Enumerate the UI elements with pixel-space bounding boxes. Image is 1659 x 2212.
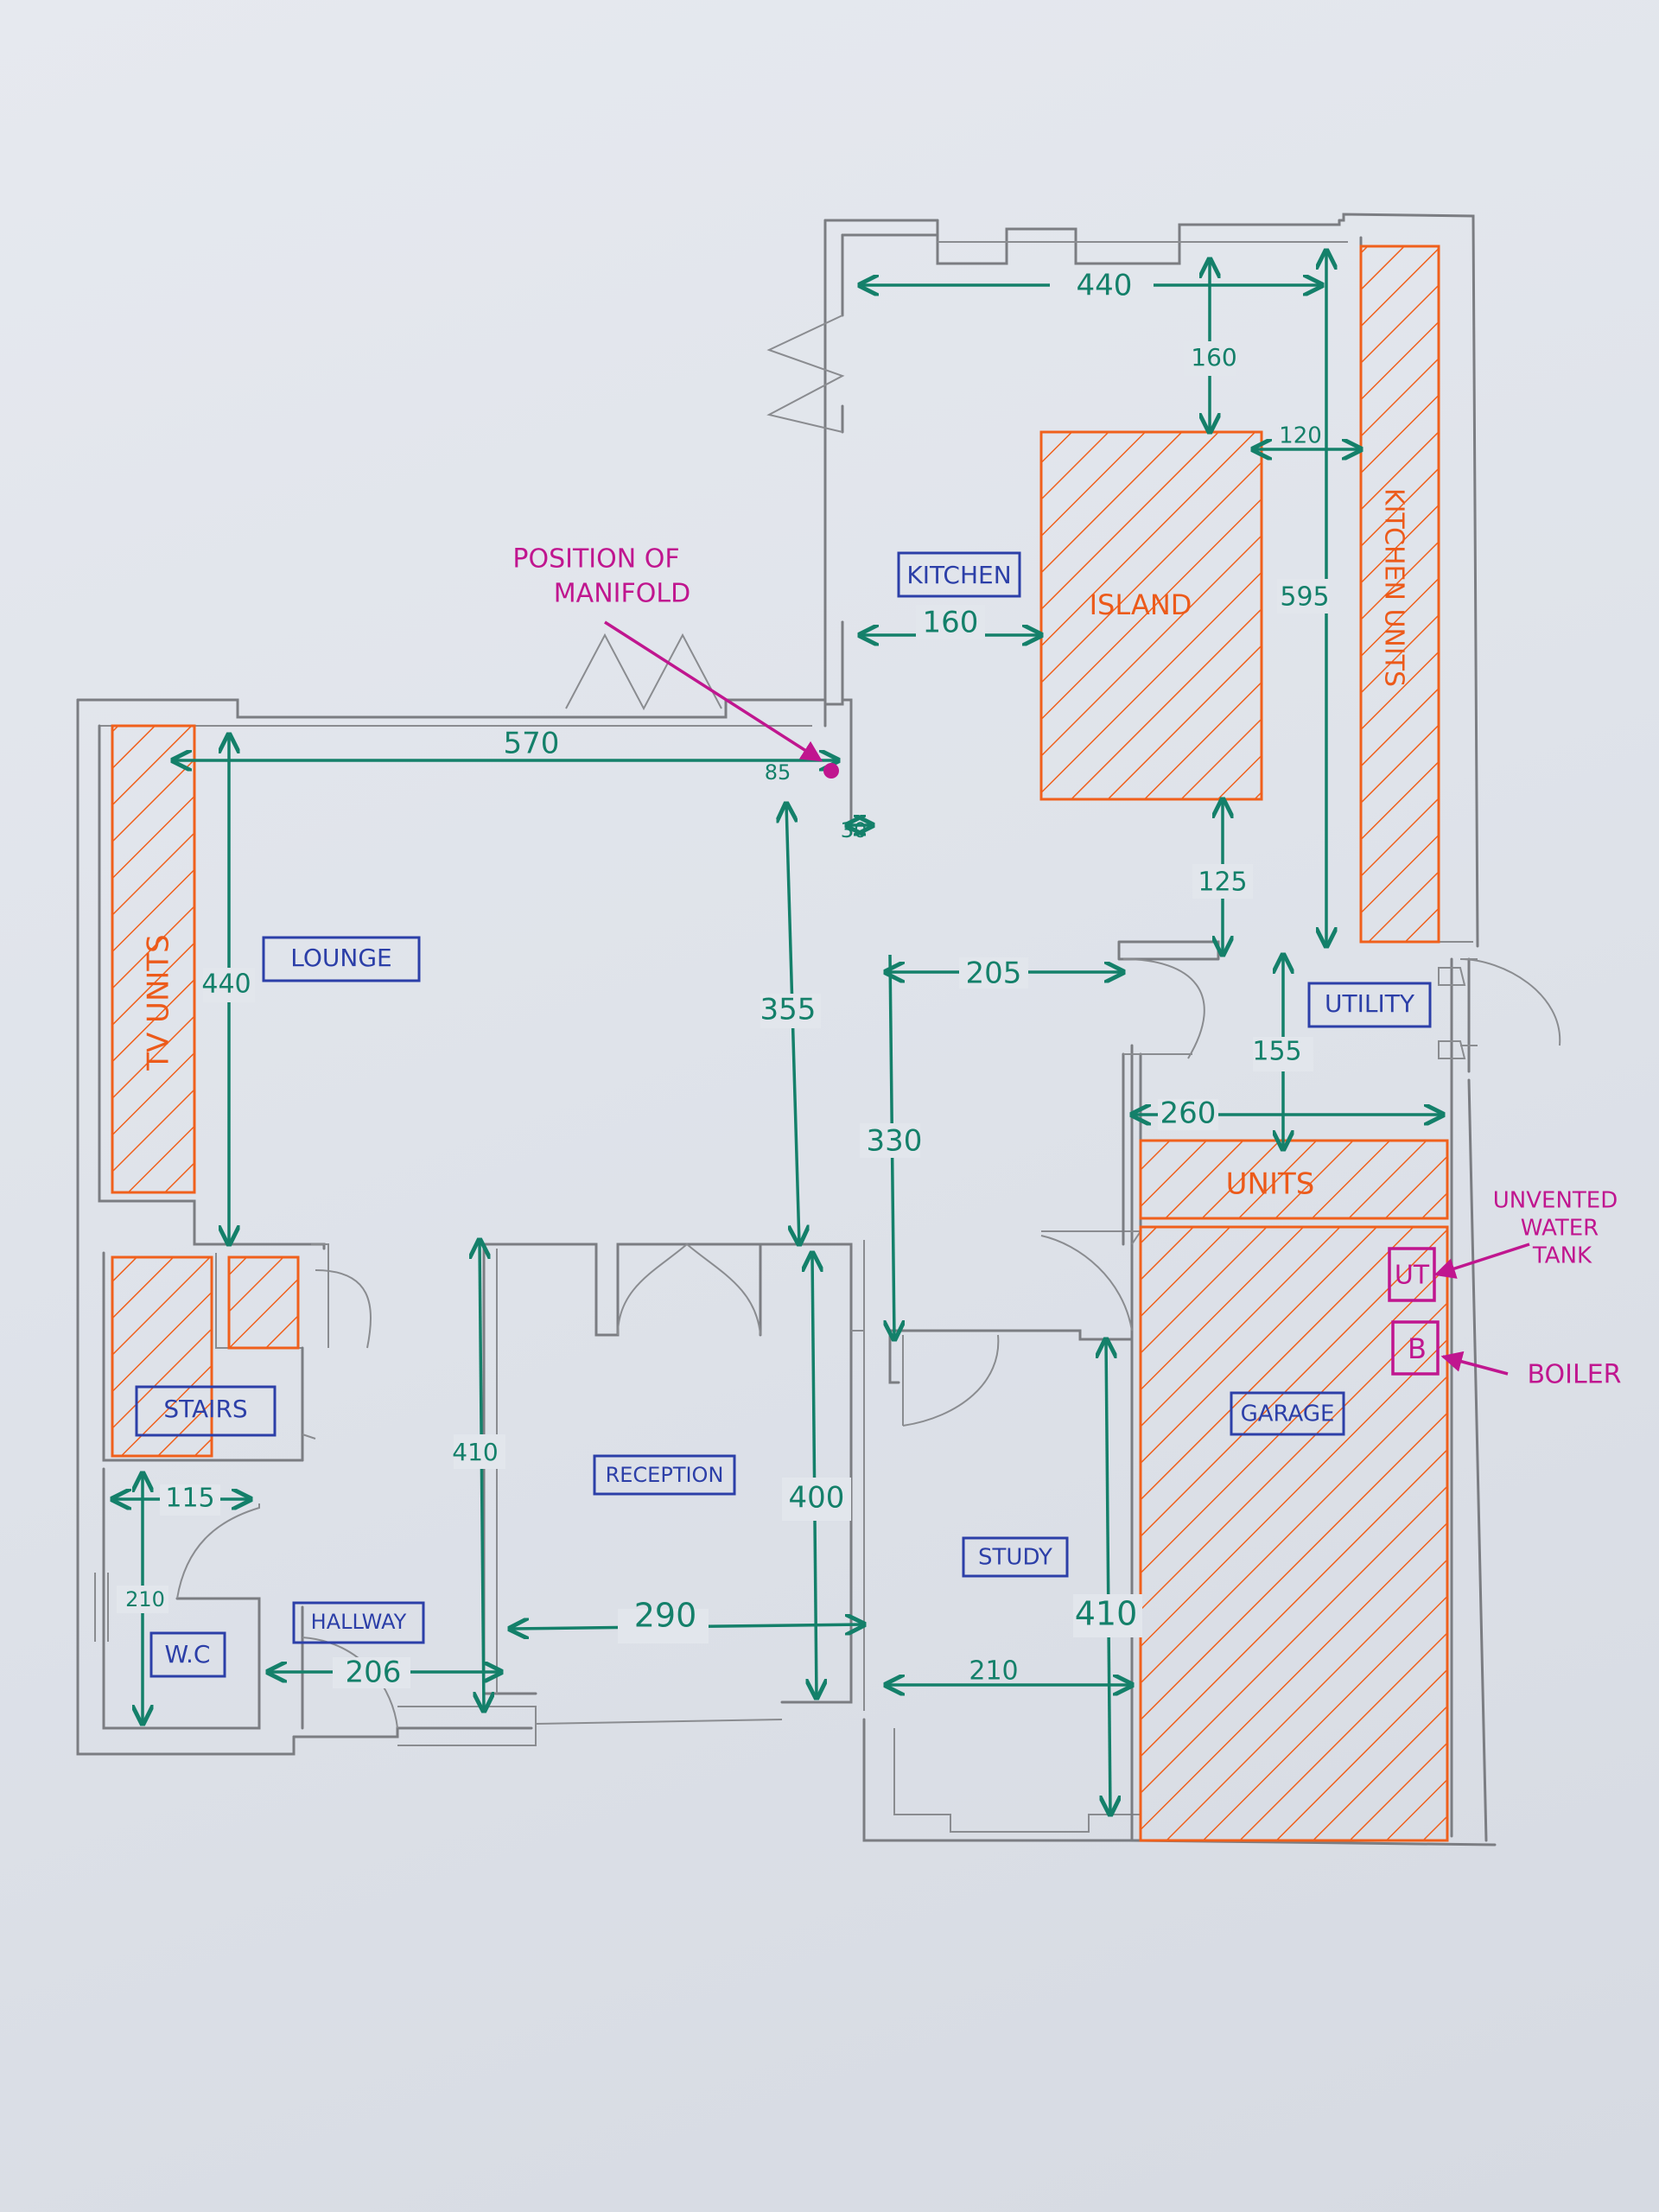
dim-island-to-units: 120 bbox=[1279, 423, 1322, 449]
tv-units-area bbox=[111, 724, 196, 1194]
utility-units-area bbox=[1139, 1139, 1449, 1220]
dim-reception-depth-left: 410 bbox=[452, 1438, 498, 1466]
dim-study-width: 210 bbox=[969, 1656, 1018, 1687]
label-tv-units: TV UNITS bbox=[142, 934, 176, 1071]
dimension-labels: 440 160 120 595 160 125 570 85 30 440 35… bbox=[117, 269, 1330, 1690]
island-area bbox=[1039, 430, 1263, 801]
dim-utility-depth: 155 bbox=[1252, 1037, 1301, 1067]
boiler-note: BOILER bbox=[1527, 1360, 1621, 1390]
dim-study-depth: 410 bbox=[1075, 1595, 1138, 1633]
manifold-marker bbox=[823, 763, 839, 779]
room-label-reception: RECEPTION bbox=[606, 1463, 724, 1487]
room-label-wc: W.C bbox=[165, 1640, 211, 1669]
dim-wc-depth: 210 bbox=[125, 1587, 165, 1611]
label-units: UNITS bbox=[1226, 1167, 1315, 1202]
dim-island-to-wall: 160 bbox=[1191, 343, 1236, 372]
manifold-pointer bbox=[604, 620, 823, 762]
dim-kitchen-width: 440 bbox=[1077, 269, 1133, 303]
water-tank-symbol-label: UT bbox=[1395, 1261, 1430, 1291]
dim-lounge-depth: 440 bbox=[201, 969, 251, 1000]
stairs-area-right bbox=[227, 1255, 300, 1350]
dim-manifold-wall: 30 bbox=[841, 818, 868, 842]
hatched-units bbox=[111, 245, 1449, 1842]
dim-hall-depth: 330 bbox=[867, 1124, 923, 1159]
room-label-kitchen: KITCHEN bbox=[906, 561, 1011, 589]
unit-labels: ISLAND KITCHEN UNITS TV UNITS UNITS bbox=[142, 488, 1409, 1202]
dim-hallway-width: 206 bbox=[346, 1656, 402, 1690]
garage-area bbox=[1139, 1225, 1449, 1842]
water-tank-note-line1: UNVENTED bbox=[1493, 1188, 1618, 1214]
room-label-garage: GARAGE bbox=[1241, 1402, 1335, 1427]
water-tank-pointer bbox=[1433, 1243, 1530, 1279]
dim-kitchen-to-island: 160 bbox=[923, 606, 979, 640]
room-label-lounge: LOUNGE bbox=[290, 944, 391, 972]
dim-utility-width: 260 bbox=[1160, 1096, 1217, 1131]
room-label-stairs: STAIRS bbox=[163, 1395, 247, 1423]
annotations: POSITION OF MANIFOLD UNVENTED WATER TANK… bbox=[512, 544, 1621, 1390]
dim-hall-to-utility: 205 bbox=[966, 957, 1022, 991]
water-tank-symbol bbox=[1388, 1247, 1436, 1302]
manifold-note-line2: MANIFOLD bbox=[554, 579, 690, 609]
stairs-area-left bbox=[111, 1255, 213, 1458]
room-label-hallway: HALLWAY bbox=[311, 1610, 407, 1634]
dim-kitchen-length: 595 bbox=[1280, 582, 1329, 613]
boiler-symbol-label: B bbox=[1408, 1332, 1427, 1365]
dim-manifold-offset: 85 bbox=[765, 760, 791, 785]
dim-lounge-to-reception: 355 bbox=[760, 993, 817, 1027]
boiler-symbol bbox=[1391, 1320, 1440, 1376]
dim-reception-width: 290 bbox=[634, 1597, 697, 1635]
label-kitchen-units: KITCHEN UNITS bbox=[1379, 488, 1409, 687]
room-labels: KITCHEN LOUNGE UTILITY STAIRS RECEPTION … bbox=[135, 551, 1432, 1678]
label-island: ISLAND bbox=[1090, 588, 1192, 621]
room-label-study: STUDY bbox=[978, 1545, 1052, 1571]
dim-island-to-utility: 125 bbox=[1198, 868, 1247, 898]
room-label-utility: UTILITY bbox=[1325, 989, 1415, 1018]
water-tank-note-line3: TANK bbox=[1532, 1243, 1592, 1269]
kitchen-units-area bbox=[1359, 245, 1440, 944]
boiler-pointer bbox=[1440, 1351, 1509, 1376]
manifold-note-line1: POSITION OF bbox=[512, 544, 679, 575]
dim-wc-width: 115 bbox=[165, 1484, 214, 1514]
dim-reception-depth-right: 400 bbox=[789, 1481, 845, 1516]
dim-lounge-width: 570 bbox=[504, 727, 560, 761]
water-tank-note-line2: WATER bbox=[1521, 1216, 1599, 1242]
